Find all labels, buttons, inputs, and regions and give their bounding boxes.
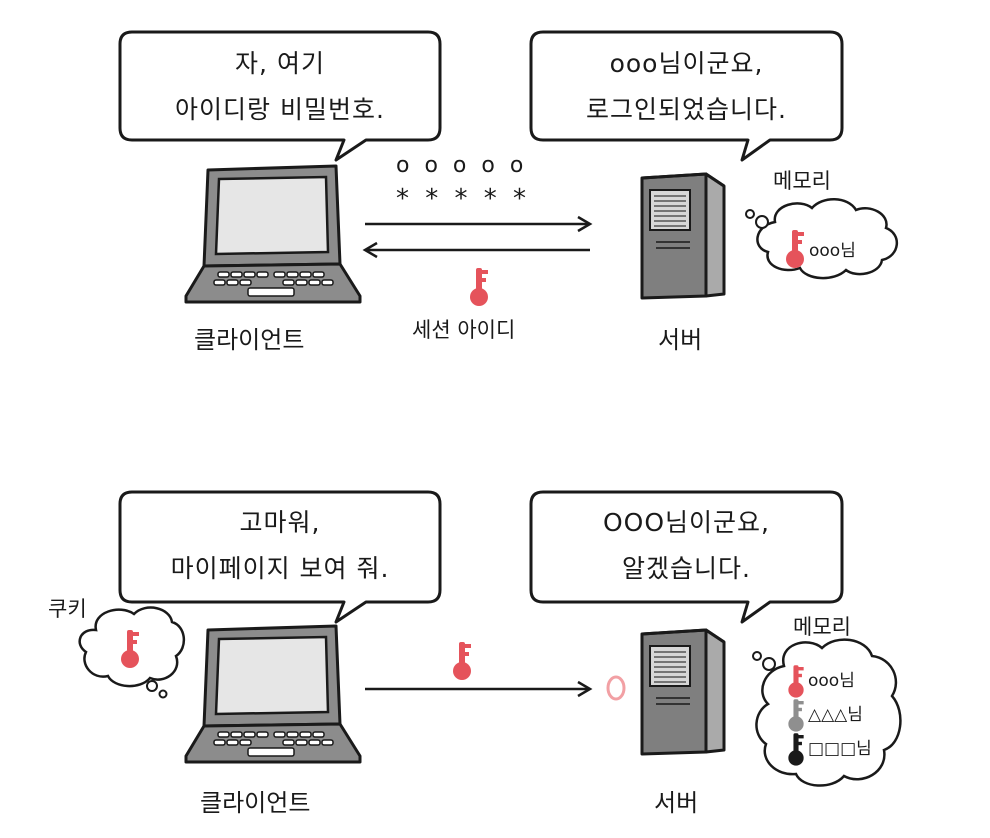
client-bubble-text-top: 자, 여기 아이디랑 비밀번호.	[120, 41, 440, 133]
server-label-top: 서버	[658, 326, 703, 354]
thought-dot-bottom-1	[762, 657, 776, 671]
server-speech-bubble-bottom	[529, 490, 844, 624]
response-arrowhead-top	[362, 241, 378, 259]
memory-label-bottom: 메모리	[793, 615, 851, 639]
server-bubble-text-top: ooo님이군요, 로그인되었습니다.	[531, 41, 842, 133]
client-laptop-icon-top	[184, 164, 362, 304]
password-dots: o o o o o	[396, 153, 528, 178]
client-label-top: 클라이언트	[194, 326, 305, 354]
client-speech-bubble-bottom	[118, 490, 442, 624]
request-arrowhead-bottom	[577, 680, 593, 698]
session-id-label: 세션 아이디	[412, 318, 516, 342]
client-bubble-line1-bottom: 고마워,	[239, 508, 321, 537]
thought-dot-cookie-1	[146, 680, 158, 692]
sent-cookie-key-icon	[453, 642, 471, 680]
memory-thought-cloud-bottom	[755, 638, 902, 787]
session-key-icon	[470, 268, 488, 306]
server-icon-bottom	[640, 628, 726, 756]
memory-entry-top: ooo님	[809, 241, 856, 261]
client-bubble-line1-top: 자, 여기	[235, 49, 325, 78]
client-bubble-line2-top: 아이디랑 비밀번호.	[175, 95, 385, 124]
server-bubble-line1-bottom: OOO님이군요,	[603, 508, 770, 537]
server-icon-top	[640, 172, 726, 300]
cookie-label: 쿠키	[48, 597, 87, 621]
server-bubble-text-bottom: OOO님이군요, 알겠습니다.	[531, 500, 842, 592]
server-bubble-line2-top: 로그인되었습니다.	[586, 95, 787, 124]
client-laptop-icon-bottom	[184, 624, 362, 764]
client-bubble-text-bottom: 고마워, 마이페이지 보여 줘.	[120, 500, 440, 592]
server-speech-bubble-top	[529, 30, 844, 162]
client-label-bottom: 클라이언트	[200, 789, 311, 817]
thought-dot-cookie-2	[158, 689, 168, 699]
password-stars: * * * * *	[396, 184, 531, 214]
memory-entry-2: △△△님	[808, 705, 863, 725]
memory-entry-3: □□□님	[808, 739, 872, 759]
server-bubble-line1-top: ooo님이군요,	[609, 49, 764, 78]
memory-entry-1: ooo님	[808, 671, 855, 691]
thought-dot-bottom-2	[752, 651, 762, 661]
server-bubble-line2-bottom: 알겠습니다.	[622, 554, 751, 583]
thought-dot-top-2	[745, 209, 755, 219]
memory-label-top: 메모리	[773, 169, 831, 193]
request-arrowhead-top	[577, 215, 593, 233]
client-bubble-line2-bottom: 마이페이지 보여 줘.	[170, 554, 390, 583]
thought-dot-top-1	[755, 215, 769, 229]
match-check-icon	[606, 675, 626, 701]
client-speech-bubble-top	[118, 30, 442, 162]
server-label-bottom: 서버	[654, 789, 699, 817]
